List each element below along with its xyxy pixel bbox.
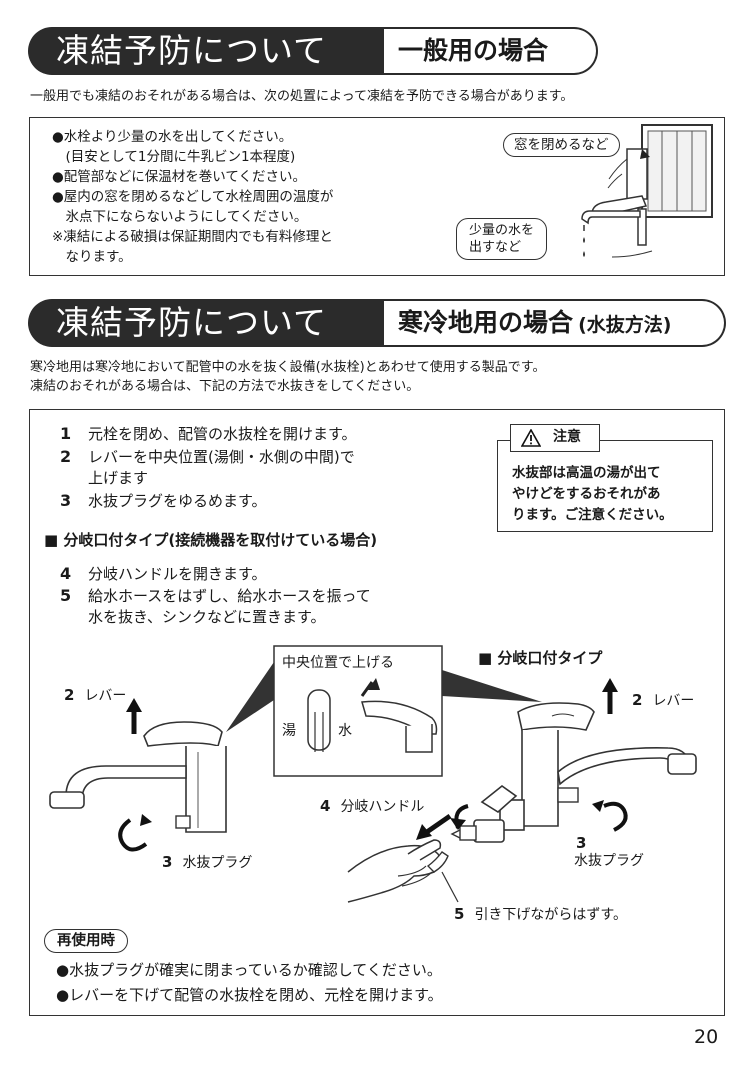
section1-title: 凍結予防について <box>28 27 384 75</box>
subhead-branch-type: ■ 分岐口付タイプ(接続機器を取付けている場合) <box>44 531 378 549</box>
branch-valve-icon <box>450 784 525 843</box>
hand-hose-icon <box>347 839 459 903</box>
inset-title: 中央位置で上げる <box>282 655 394 671</box>
bullet-line: ※凍結による破損は保証期間内でも有料修理と <box>52 229 333 245</box>
bullet-line: ●屋内の窓を閉めるなどして水栓周囲の温度が <box>52 189 334 205</box>
small-faucet-icon <box>581 195 653 258</box>
left-rotate-arrow-icon <box>118 814 152 852</box>
caution-label: 注意 <box>510 424 600 452</box>
faucet-diagram <box>49 645 697 903</box>
section2-subtitle-box: 寒冷地用の場合 (水抜方法) <box>384 299 726 347</box>
left-faucet-icon <box>49 698 227 833</box>
reuse-label: 再使用時 <box>44 929 128 953</box>
callout-close-window: 窓を閉めるなど <box>503 133 620 157</box>
right-plug-num: 3 <box>576 834 587 852</box>
callout-little-water-line2: 出すなど <box>469 240 522 255</box>
page-number: 20 <box>694 1026 719 1048</box>
window-faucet-illustration <box>581 124 713 258</box>
step-5-cont: 水を抜き、シンクなどに置きます。 <box>88 608 326 626</box>
section2-banner: 凍結予防について 寒冷地用の場合 (水抜方法) <box>28 299 728 347</box>
section1-banner: 凍結予防について 一般用の場合 <box>28 27 608 75</box>
section1-subtitle: 一般用の場合 <box>398 36 549 65</box>
bullet-line: ●水栓より少量の水を出してください。 <box>52 129 293 145</box>
right-plug-label: 水抜プラグ <box>574 853 644 869</box>
section2-subtitle: 寒冷地用の場合 <box>398 308 574 337</box>
right-rotate-arrow-icon <box>592 800 628 832</box>
step-2-cont: 上げます <box>88 469 149 487</box>
bullet-line: なります。 <box>52 249 132 265</box>
bullet-line: 氷点下にならないようにしてください。 <box>52 209 308 225</box>
pull-arrow-icon <box>416 813 452 840</box>
right-faucet-icon <box>517 678 697 827</box>
section2-intro-line2: 凍結のおそれがある場合は、下記の方法で水抜きをしてください。 <box>30 379 420 394</box>
warning-icon <box>521 429 541 447</box>
section1-intro: 一般用でも凍結のおそれがある場合は、次の処置によって凍結を予防できる場合がありま… <box>30 89 574 104</box>
section2-subtitle-paren: (水抜方法) <box>578 314 672 336</box>
callout-little-water: 少量の水を 出すなど <box>456 218 548 260</box>
reuse-line-2: ●レバーを下げて配管の水抜栓を閉め、元栓を開けます。 <box>56 986 443 1004</box>
bullet-line: (目安として1分間に牛乳ビン1本程度) <box>52 149 296 165</box>
section2-intro-line1: 寒冷地用は寒冷地において配管中の水を抜く設備(水抜栓)とあわせて使用する製品です… <box>30 360 546 375</box>
section1-subtitle-box: 一般用の場合 <box>384 27 598 75</box>
section2-title: 凍結予防について <box>28 299 384 347</box>
inset-cold: 水 <box>338 723 352 739</box>
caution-box: 水抜部は高温の湯が出て やけどをするおそれがあ ります。ご注意ください。 <box>497 440 713 532</box>
reuse-line-1: ●水抜プラグが確実に閉まっているか確認してください。 <box>56 961 442 979</box>
caution-lines: 水抜部は高温の湯が出て やけどをするおそれがあ ります。ご注意ください。 <box>512 465 673 523</box>
inset-hot: 湯 <box>282 723 296 739</box>
callout-little-water-line1: 少量の水を <box>469 223 535 238</box>
window-icon <box>607 124 713 218</box>
bullet-line: ●配管部などに保温材を巻いてください。 <box>52 169 306 185</box>
inset-lever-icon <box>307 678 438 753</box>
branch-type-label: ■ 分岐口付タイプ <box>478 649 603 667</box>
